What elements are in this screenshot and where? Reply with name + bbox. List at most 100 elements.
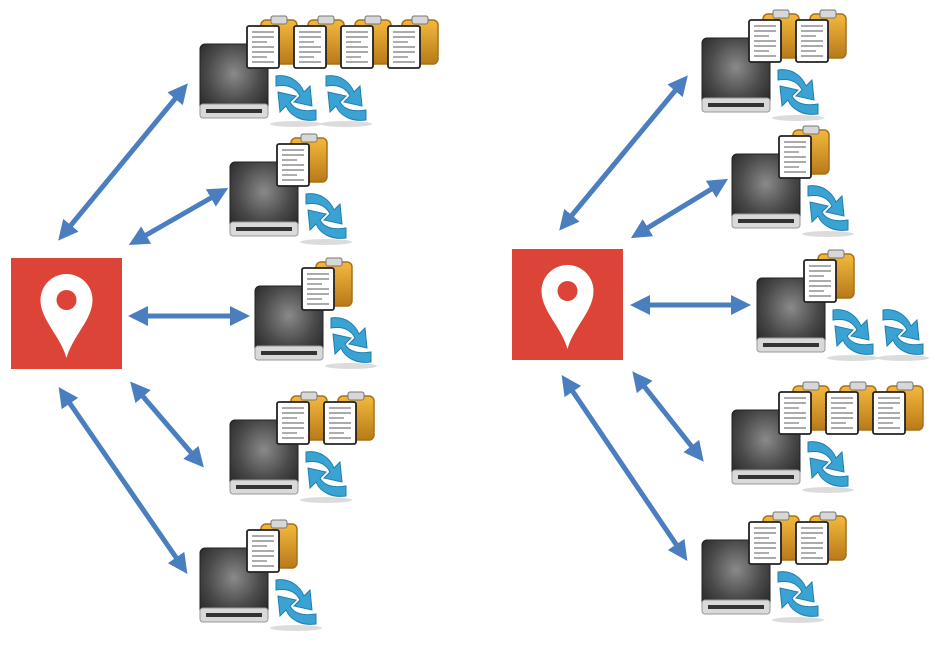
sync-arrow bbox=[58, 83, 188, 241]
sync-arrow-bottom bbox=[809, 201, 849, 231]
sync-arrow-top bbox=[305, 193, 343, 225]
sync-arrow-top bbox=[882, 309, 920, 341]
sync-arrow-top bbox=[275, 75, 313, 107]
clipboard-clip bbox=[772, 511, 790, 521]
cluster-right bbox=[701, 9, 929, 623]
sync-shadow bbox=[827, 355, 879, 361]
storage-node bbox=[229, 133, 352, 245]
clipboard-icon bbox=[301, 257, 353, 311]
clipboard-icon bbox=[276, 391, 328, 445]
clipboard-icon bbox=[293, 15, 345, 69]
clipboard-icon bbox=[825, 381, 877, 435]
sync-arrow bbox=[58, 387, 188, 574]
clipboard-icon bbox=[387, 15, 439, 69]
sync-arrow-top bbox=[325, 75, 363, 107]
sync-arrow-bottom bbox=[277, 595, 317, 625]
sync-arrow-bottom bbox=[834, 325, 874, 355]
sync-arrow-bottom bbox=[307, 467, 347, 497]
sync-shadow bbox=[300, 497, 352, 503]
clipboard-clip bbox=[827, 249, 845, 259]
sync-icon bbox=[802, 185, 854, 237]
sync-shadow bbox=[320, 121, 372, 127]
clipboard-icon bbox=[246, 15, 298, 69]
location-hub bbox=[11, 258, 122, 369]
clipboard-icon bbox=[276, 133, 328, 187]
clipboard-clip bbox=[270, 519, 288, 529]
clipboard-clip bbox=[802, 125, 820, 135]
sync-shadow bbox=[802, 231, 854, 237]
pin-hole bbox=[557, 281, 578, 301]
sync-icon bbox=[877, 309, 929, 361]
sync-arrow bbox=[559, 75, 688, 231]
clipboard-clip bbox=[819, 9, 837, 19]
clipboard-clip bbox=[802, 381, 820, 391]
sync-icon bbox=[772, 69, 824, 121]
pin-hole bbox=[56, 290, 77, 310]
clipboard-clip bbox=[270, 15, 288, 25]
sync-arrow-top bbox=[777, 69, 815, 101]
sync-icon bbox=[300, 451, 352, 503]
map-pin-icon bbox=[541, 265, 594, 349]
storage-node bbox=[731, 381, 924, 493]
clipboard-clip bbox=[300, 391, 318, 401]
sync-shadow bbox=[270, 625, 322, 631]
sync-arrow-top bbox=[807, 441, 845, 473]
clipboard-icon bbox=[803, 249, 855, 303]
sync-arrow-bottom bbox=[327, 91, 367, 121]
sync-arrow-bottom bbox=[277, 91, 317, 121]
clipboard-icon bbox=[795, 9, 847, 63]
sync-shadow bbox=[270, 121, 322, 127]
drive-slot bbox=[738, 219, 794, 223]
clipboard-icon bbox=[872, 381, 924, 435]
sync-shadow bbox=[877, 355, 929, 361]
drive-slot bbox=[236, 485, 292, 489]
storage-node bbox=[254, 257, 377, 369]
storage-node bbox=[756, 249, 929, 361]
sync-icon bbox=[270, 579, 322, 631]
drive-slot bbox=[708, 103, 764, 107]
sync-arrow bbox=[630, 178, 729, 239]
sync-arrow-bottom bbox=[809, 457, 849, 487]
sync-arrow bbox=[561, 375, 688, 561]
cluster-left bbox=[199, 15, 439, 631]
pin-shape bbox=[40, 274, 93, 358]
map-pin-icon bbox=[40, 274, 93, 358]
drive-slot bbox=[763, 343, 819, 347]
clipboard-clip bbox=[772, 9, 790, 19]
sync-icon bbox=[300, 193, 352, 245]
sync-arrow-top bbox=[832, 309, 870, 341]
drive-slot bbox=[206, 109, 262, 113]
sync-shadow bbox=[325, 363, 377, 369]
clipboard-clip bbox=[411, 15, 429, 25]
drive-slot bbox=[236, 227, 292, 231]
sync-arrow-bottom bbox=[307, 209, 347, 239]
sync-arrow bbox=[632, 371, 704, 462]
sync-arrow-bottom bbox=[884, 325, 924, 355]
sync-icon bbox=[270, 75, 322, 127]
clipboard-icon bbox=[246, 519, 298, 573]
sync-shadow bbox=[802, 487, 854, 493]
sync-arrow-top bbox=[777, 571, 815, 603]
pin-shape bbox=[541, 265, 594, 349]
clipboard-clip bbox=[819, 511, 837, 521]
sync-arrow bbox=[128, 188, 229, 245]
sync-arrow bbox=[130, 381, 204, 468]
clipboard-icon bbox=[323, 391, 375, 445]
location-hub bbox=[512, 249, 623, 360]
clipboard-icon bbox=[748, 511, 800, 565]
sync-arrow-top bbox=[275, 579, 313, 611]
sync-icon bbox=[827, 309, 879, 361]
sync-arrow-bottom bbox=[779, 85, 819, 115]
clipboard-clip bbox=[849, 381, 867, 391]
sync-shadow bbox=[772, 115, 824, 121]
sync-arrow-bottom bbox=[332, 333, 372, 363]
clipboard-clip bbox=[896, 381, 914, 391]
storage-node bbox=[701, 511, 847, 623]
sync-icon bbox=[772, 571, 824, 623]
clipboard-clip bbox=[347, 391, 365, 401]
drive-slot bbox=[708, 605, 764, 609]
sync-arrow-bottom bbox=[779, 587, 819, 617]
clipboard-icon bbox=[748, 9, 800, 63]
storage-node bbox=[701, 9, 847, 121]
